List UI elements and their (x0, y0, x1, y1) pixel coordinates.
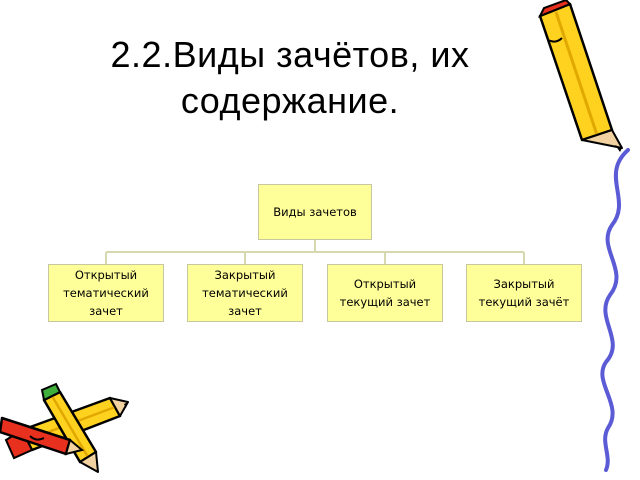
slide-title: 2.2.Виды зачётов, их содержание. (40, 32, 540, 124)
root-node: Виды зачетов (258, 184, 372, 240)
child-node-4-label: Закрытый текущий зачёт (478, 277, 570, 309)
root-node-label: Виды зачетов (273, 205, 357, 219)
child-node-2: Закрытый тематический зачет (187, 264, 303, 322)
child-node-1: Открытый тематический зачет (48, 264, 164, 322)
child-node-2-label: Закрытый тематический зачет (202, 268, 288, 318)
slide-title-line-2: содержание. (180, 80, 400, 121)
squiggle-line-icon (600, 148, 630, 472)
child-node-3: Открытый текущий зачет (327, 264, 443, 322)
child-node-1-label: Открытый тематический зачет (63, 268, 149, 318)
pencil-icon (537, 0, 623, 152)
crossed-pencils-icon (0, 382, 129, 473)
child-node-4: Закрытый текущий зачёт (466, 264, 582, 322)
slide-title-line-1: 2.2.Виды зачётов, их (110, 34, 470, 75)
child-node-3-label: Открытый текущий зачет (339, 277, 431, 309)
